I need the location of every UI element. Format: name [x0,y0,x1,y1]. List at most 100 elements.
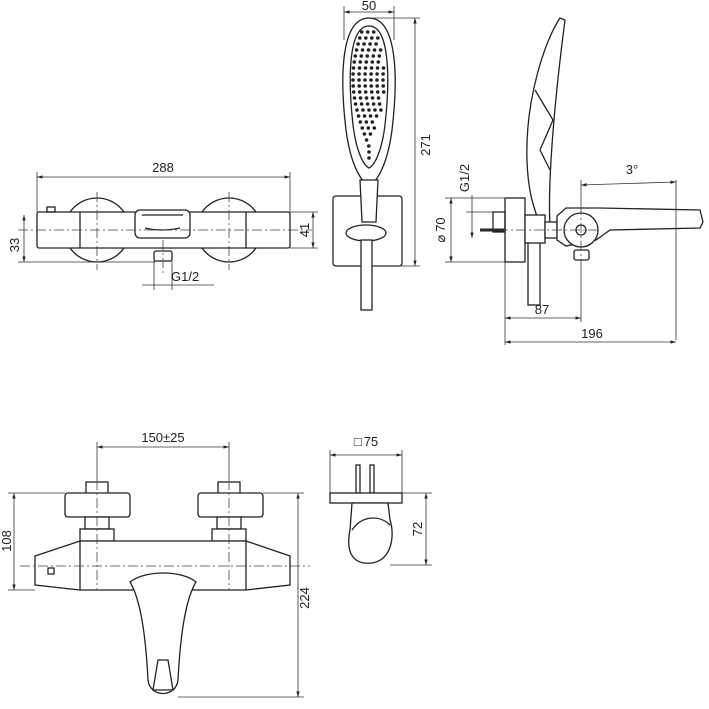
nozzle-dot [364,36,368,40]
nozzle-dot [360,126,365,130]
dim-height-72: 72 [410,522,425,536]
plate-view: □75 72 [329,434,432,566]
nozzle-dot [358,120,363,124]
nozzle-dot [352,96,357,100]
nozzle-dot [368,114,373,118]
nozzle-dot [376,36,380,40]
nozzle-dot [368,42,372,46]
nozzle-dot [358,96,363,100]
nozzle-dot [374,114,379,118]
nozzle-dot [371,30,376,34]
nozzle-dot [369,84,374,88]
bottom-front-view: 150±25 108 224 [0,430,312,698]
nozzle-dot [369,90,374,94]
front-view: 288 33 41 G1/2 [7,160,318,290]
nozzle-dot [364,138,369,142]
nozzle-dot [381,78,385,82]
nozzle-dot [357,66,362,70]
nozzle-dot [360,48,365,52]
nozzle-dot [351,78,355,82]
dim-height-224: 224 [297,587,312,609]
nozzle-dot [364,60,369,64]
nozzle-dot [365,102,370,106]
nozzle-dot [377,102,382,106]
nozzle-dot [369,78,373,82]
nozzle-dot [370,36,374,40]
nozzle-dot [363,72,367,76]
nozzle-dot [379,108,383,112]
nozzle-dot [351,66,356,70]
nozzle-dot [366,126,371,130]
dim-depth-196: 196 [581,326,603,341]
nozzle-dot [381,84,386,88]
nozzle-dot [370,60,375,64]
nozzle-dot [378,48,383,52]
nozzle-dot [362,42,366,46]
dim-height-33: 33 [7,238,22,252]
nozzle-dot [366,48,371,52]
dim-angle: 3° [626,162,638,177]
nozzle-dot [369,72,373,76]
nozzle-dot [375,72,379,76]
dim-plate-size: □75 [354,434,378,449]
nozzle-dot [354,48,359,52]
side-view: ⌀70 G1/2 3° 87 196 [433,17,704,345]
nozzle-dot [365,30,370,34]
nozzle-dot [351,84,356,88]
nozzle-dot [381,90,386,94]
nozzle-dot [363,90,368,94]
nozzle-dot [368,132,373,136]
nozzle-dot [370,120,375,124]
nozzle-dot [370,96,375,100]
nozzle-dot [372,48,377,52]
nozzle-dot [363,78,367,82]
nozzle-dot [356,42,360,46]
nozzle-dot [372,126,377,130]
nozzle-dot [377,54,382,58]
dim-plate-diameter: ⌀70 [433,217,448,242]
hand-shower-view: 50 271 [332,0,433,311]
nozzle-dot [364,120,369,124]
nozzle-dot [357,78,361,82]
nozzle-dot [371,54,376,58]
dim-side-thread: G1/2 [457,164,472,192]
nozzle-dot [381,66,386,70]
nozzle-dot [374,42,378,46]
nozzle-dot [356,114,361,118]
nozzle-dot [363,84,368,88]
nozzle-dot [359,102,364,106]
dim-width-50: 50 [362,0,376,13]
nozzle-dot [375,78,379,82]
nozzle-dot [367,156,371,160]
nozzle-dot [357,84,362,88]
nozzle-dot [381,72,385,76]
nozzle-dot [359,54,364,58]
nozzle-dot [353,54,358,58]
nozzle-dot [357,72,361,76]
dim-width-288: 288 [152,160,174,175]
dim-outlet-thread: G1/2 [171,269,199,284]
nozzle-dot [375,84,380,88]
nozzle-dot [373,108,377,112]
nozzle-dot [364,96,369,100]
nozzle-dot [376,60,381,64]
dim-center-distance: 150±25 [141,430,184,445]
nozzle-dot [375,66,380,70]
nozzle-dot [362,114,367,118]
nozzle-dot [355,108,359,112]
nozzle-dot [358,60,363,64]
nozzle-dot [371,102,376,106]
nozzle-dot [352,60,357,64]
dim-height-271: 271 [418,134,433,156]
nozzle-dot [367,150,371,154]
nozzle-dot [351,90,356,94]
nozzle-dot [363,66,368,70]
nozzle-dot [375,90,380,94]
nozzle-dot [353,102,358,106]
nozzle-dot [361,108,365,112]
spray-nozzles [351,30,386,160]
nozzle-dot [359,30,364,34]
dim-height-41: 41 [297,223,312,237]
